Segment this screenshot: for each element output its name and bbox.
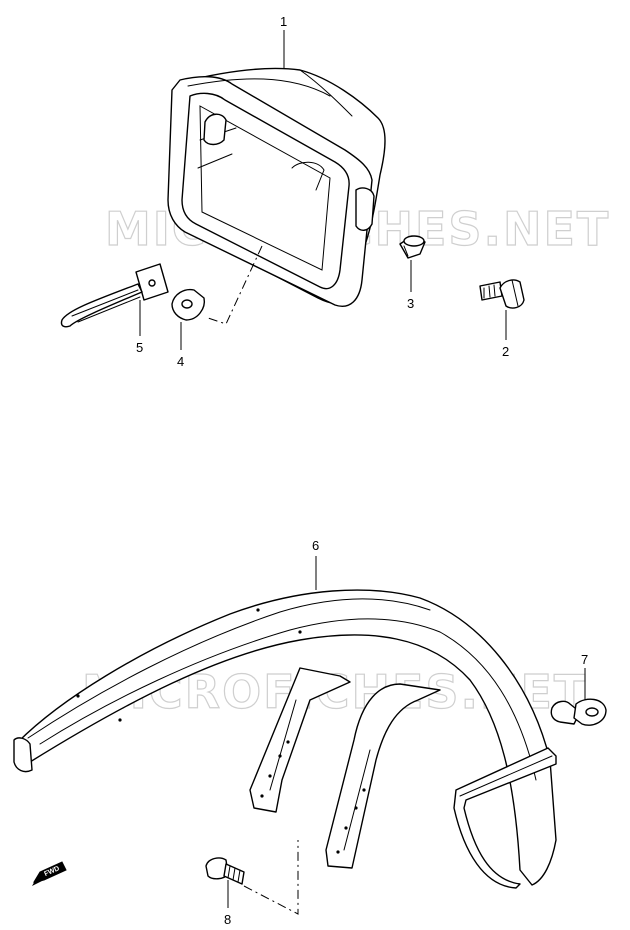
part-bolt-8[interactable] [205,857,245,885]
part-collar-3[interactable] [399,235,426,259]
leaders-top [139,30,507,350]
callout-2: 2 [502,344,509,359]
callout-5: 5 [136,340,143,355]
part-bracket-5[interactable] [60,263,169,328]
part-cushion-4[interactable] [171,288,205,321]
leaders-bottom [227,556,586,915]
part-eye-bolt-7[interactable] [550,698,607,726]
callout-4: 4 [177,354,184,369]
callout-3: 3 [407,296,414,311]
callout-8: 8 [224,912,231,927]
part-bolt-2[interactable] [479,279,525,309]
part-front-fender-6[interactable] [13,589,557,889]
callout-7: 7 [581,652,588,667]
part-headlight-housing[interactable] [167,67,386,307]
fwd-arrow-icon: FWD [32,861,67,886]
callout-1: 1 [280,14,287,29]
callout-6: 6 [312,538,319,553]
